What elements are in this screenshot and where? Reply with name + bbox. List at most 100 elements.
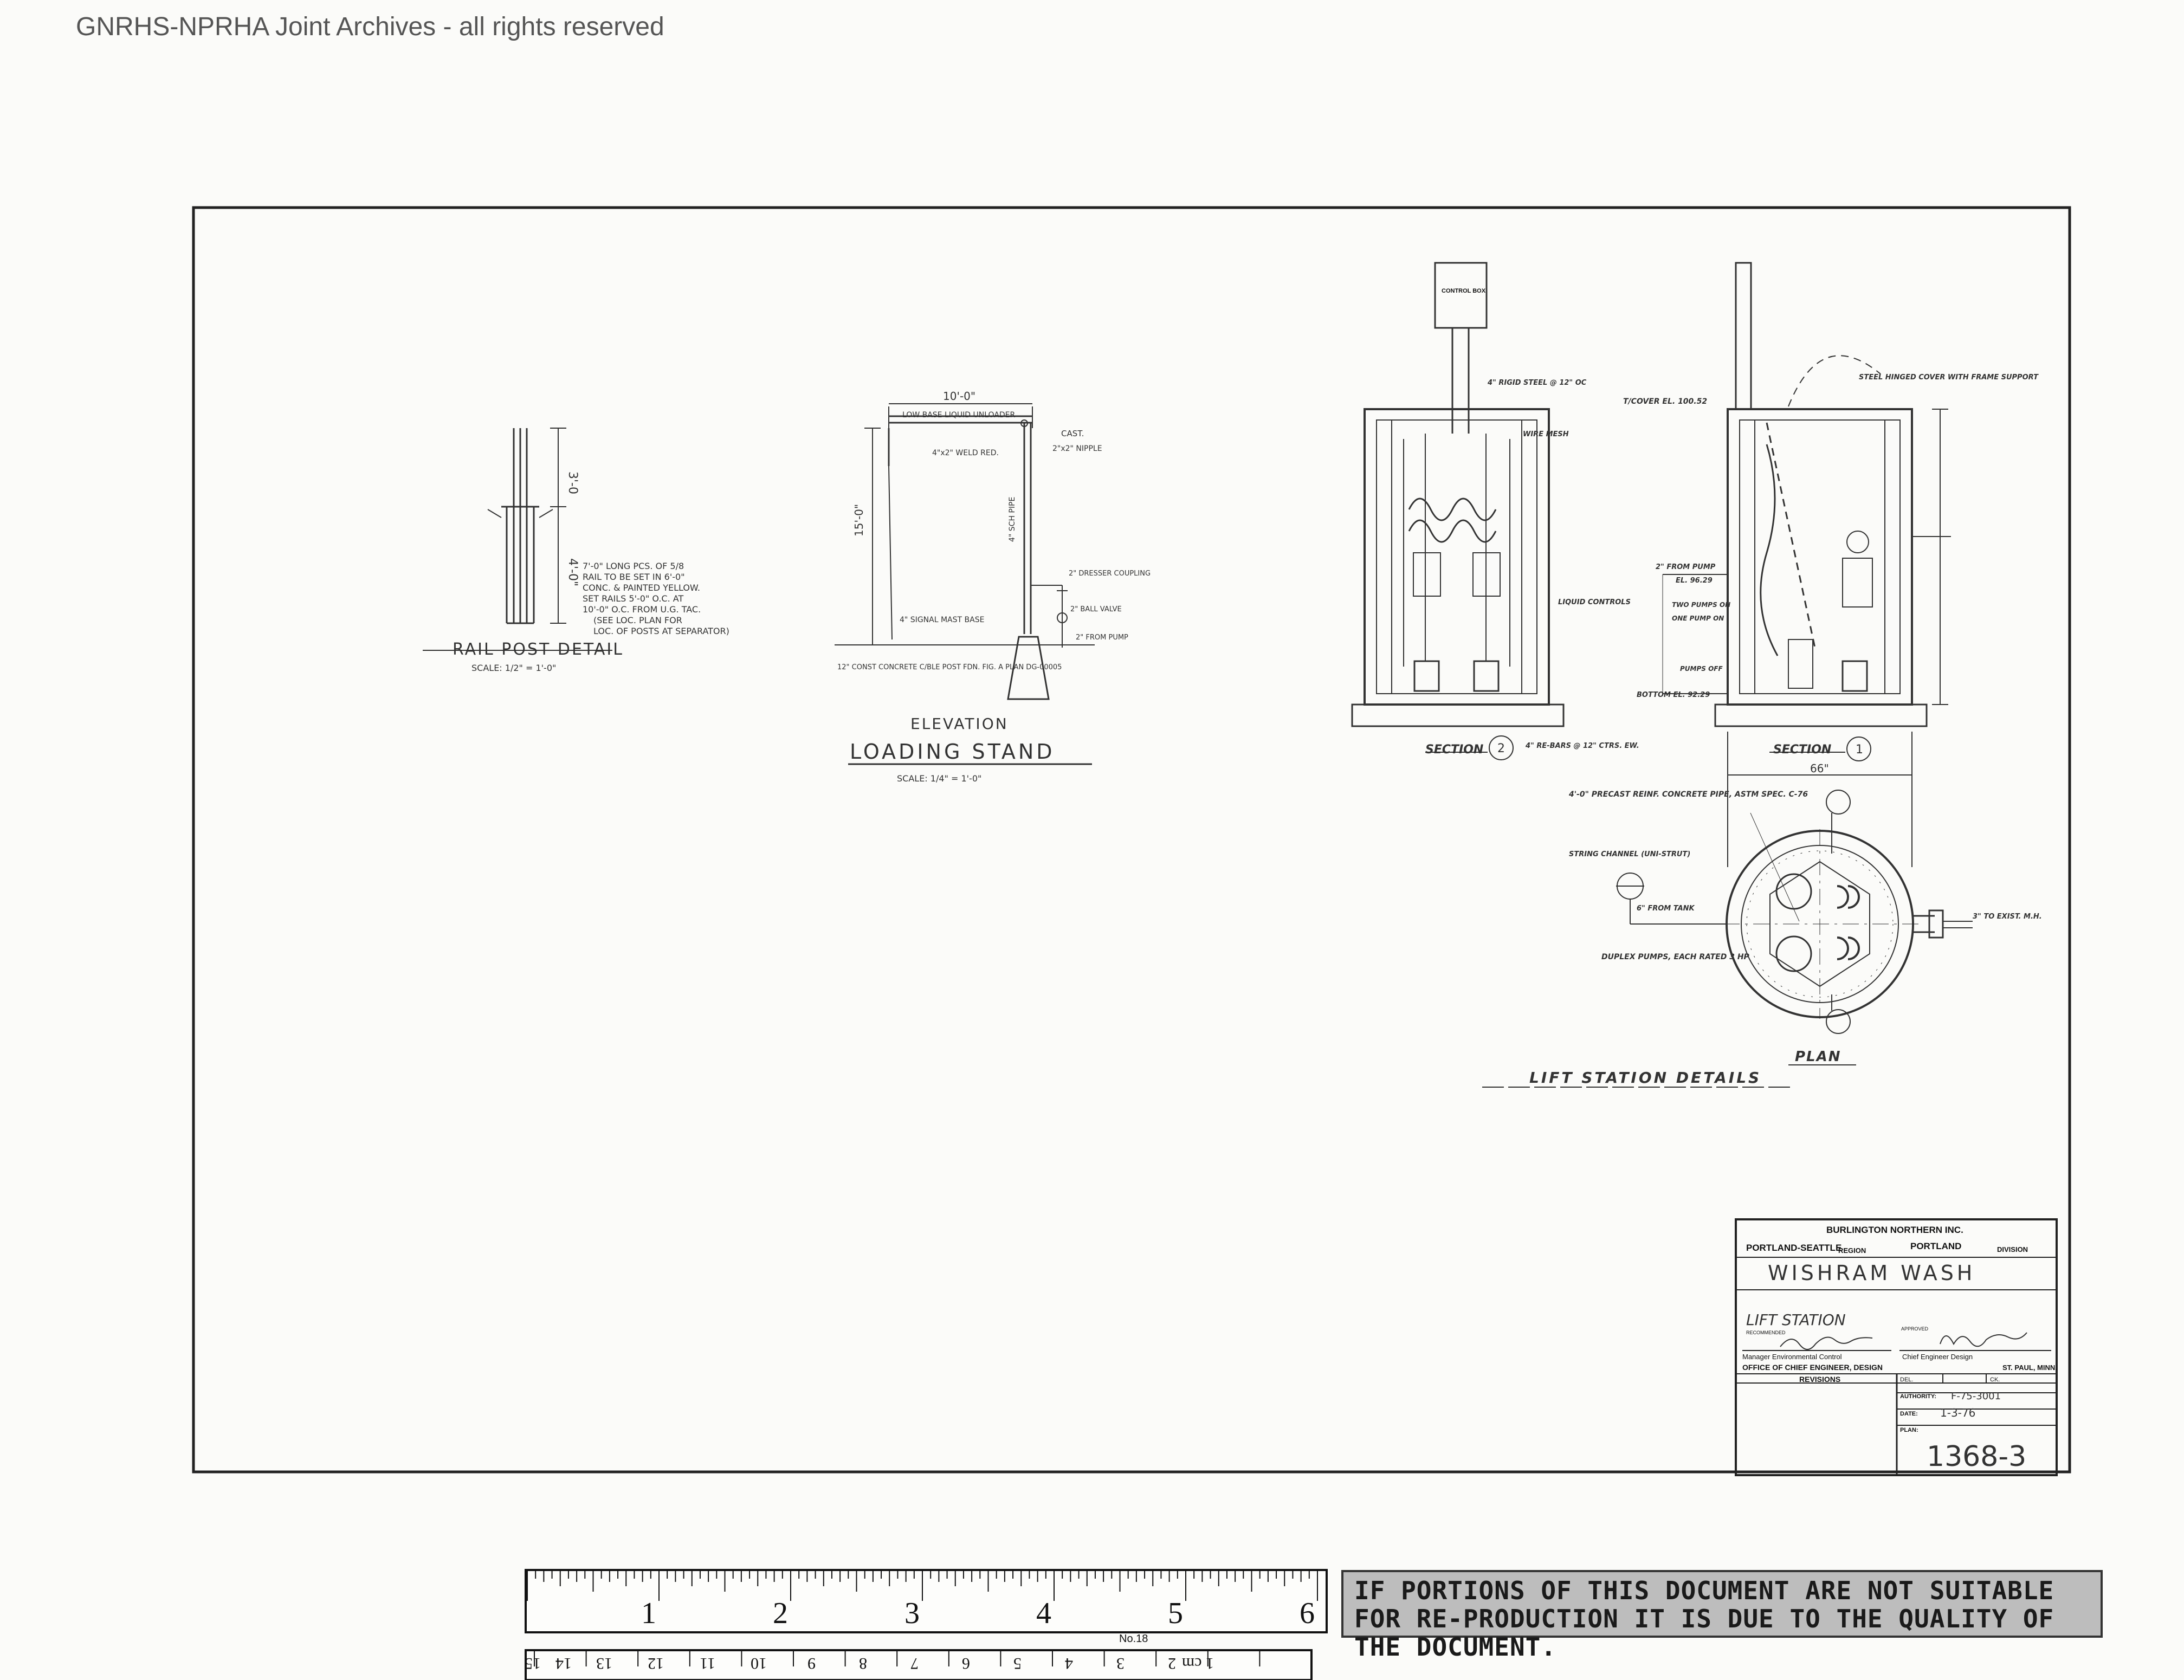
plan-drawing — [1616, 786, 1973, 1034]
tb-authority-label: AUTHORITY: — [1900, 1393, 1936, 1400]
tb-project: WISHRAM WASH — [1768, 1261, 1975, 1285]
svg-text:10'-0" O.C. FROM U.G. TAC.: 10'-0" O.C. FROM U.G. TAC. — [583, 604, 701, 615]
loading-stand-scale: SCALE: 1/4" = 1'-0" — [897, 773, 981, 784]
svg-text:STRING CHANNEL (UNI-STRUT): STRING CHANNEL (UNI-STRUT) — [1569, 850, 1690, 858]
section-2-control-box: CONTROL BOX — [1442, 288, 1486, 294]
loading-stand-dim-width: 10'-0" — [943, 390, 975, 403]
tb-recommended-label: RECOMMENDED — [1746, 1330, 1786, 1335]
svg-text:1: 1 — [641, 1597, 656, 1630]
svg-text:2" FROM PUMP: 2" FROM PUMP — [1656, 563, 1716, 571]
svg-text:15: 15 — [525, 1655, 541, 1672]
svg-text:3: 3 — [904, 1597, 920, 1630]
rail-post-dim-bottom: 4'-0" — [566, 558, 579, 586]
svg-text:11: 11 — [700, 1655, 715, 1672]
scale-ruler — [525, 1569, 1328, 1680]
tb-office: OFFICE OF CHIEF ENGINEER, DESIGN — [1742, 1363, 1883, 1372]
svg-text:LOC. OF POSTS AT SEPARATOR): LOC. OF POSTS AT SEPARATOR) — [593, 626, 729, 636]
svg-text:CONC. & PAINTED YELLOW.: CONC. & PAINTED YELLOW. — [583, 583, 700, 593]
plan-labels: 4'-0" PRECAST REINF. CONCRETE PIPE, ASTM… — [1568, 790, 2042, 961]
svg-text:7'-0" LONG PCS. OF 5/8: 7'-0" LONG PCS. OF 5/8 — [583, 561, 684, 571]
title-block — [1735, 1218, 2058, 1476]
svg-text:3" TO EXIST. M.H.: 3" TO EXIST. M.H. — [1973, 913, 2042, 921]
ruler-maker: No.18 — [1119, 1633, 1148, 1645]
svg-text:7: 7 — [910, 1655, 919, 1672]
svg-text:WIRE MESH: WIRE MESH — [1523, 430, 1569, 438]
plan-label: PLAN — [1795, 1049, 1841, 1065]
svg-text:2"x2" NIPPLE: 2"x2" NIPPLE — [1052, 444, 1102, 453]
tb-recommended-signature — [1780, 1336, 1873, 1350]
tb-region: PORTLAND-SEATTLE — [1746, 1243, 1841, 1253]
loading-stand-elevation: ELEVATION — [910, 715, 1009, 733]
svg-text:TWO PUMPS ON: TWO PUMPS ON — [1672, 601, 1730, 609]
svg-text:2" BALL VALVE: 2" BALL VALVE — [1070, 605, 1122, 613]
section-1-labels: T/COVER EL. 100.52 STEEL HINGED COVER WI… — [1623, 373, 2039, 699]
svg-text:SET RAILS 5'-0" O.C. AT: SET RAILS 5'-0" O.C. AT — [583, 593, 683, 604]
svg-text:STEEL HINGED COVER WITH FRAME: STEEL HINGED COVER WITH FRAME SUPPORT — [1859, 373, 2039, 382]
tb-company: BURLINGTON NORTHERN INC. — [1826, 1225, 1963, 1235]
svg-text:CAST.: CAST. — [1061, 429, 1084, 438]
tb-ck-label: CK. — [1990, 1377, 2000, 1383]
tb-approved-label: APPROVED — [1901, 1326, 1929, 1332]
rail-post-dim-top: 3'-0 — [566, 471, 579, 494]
tb-region-label: REGION — [1838, 1246, 1866, 1255]
tb-date-label: DATE: — [1900, 1411, 1918, 1417]
svg-text:4" RE-BARS @ 12" CTRS. EW.: 4" RE-BARS @ 12" CTRS. EW. — [1525, 742, 1639, 750]
loading-stand-title: LOADING STAND — [850, 740, 1055, 764]
section-2-number: 2 — [1497, 742, 1505, 755]
tb-plan-number: 1368-3 — [1927, 1440, 2026, 1473]
section-1-number: 1 — [1856, 743, 1863, 757]
tb-city: ST. PAUL, MINN. — [2002, 1364, 2057, 1372]
tb-division-label: DIVISION — [1997, 1245, 2028, 1253]
lift-station-details-caption: LIFT STATION DETAILS — [1529, 1069, 1761, 1087]
tb-recommended-title: Manager Environmental Control — [1742, 1353, 1842, 1361]
tb-division: PORTLAND — [1910, 1241, 1961, 1251]
svg-text:EL. 96.29: EL. 96.29 — [1676, 577, 1713, 585]
svg-text:5: 5 — [1168, 1597, 1183, 1630]
rail-post-detail — [423, 428, 612, 651]
svg-text:6: 6 — [962, 1655, 970, 1672]
svg-text:6: 6 — [1300, 1597, 1315, 1630]
svg-text:2: 2 — [773, 1597, 788, 1630]
svg-text:4" SIGNAL MAST BASE: 4" SIGNAL MAST BASE — [900, 616, 984, 624]
rail-post-title: RAIL POST DETAIL — [453, 640, 624, 659]
svg-text:T/COVER EL. 100.52: T/COVER EL. 100.52 — [1623, 397, 1707, 406]
svg-text:6" FROM TANK: 6" FROM TANK — [1637, 904, 1695, 913]
svg-text:12: 12 — [648, 1655, 664, 1672]
svg-text:4: 4 — [1065, 1655, 1073, 1672]
ruler-cm-labels: 1 cm 2 3 4 5 6 7 8 9 10 11 12 13 14 15 — [525, 1655, 1214, 1672]
svg-text:1 cm: 1 cm — [1182, 1655, 1214, 1672]
svg-text:ONE PUMP ON: ONE PUMP ON — [1672, 615, 1724, 622]
tb-authority: F-75-3001 — [1951, 1391, 2001, 1402]
loading-stand-labels: LOW BASE LIQUID UNLOADER CAST. 4"x2" WEL… — [837, 411, 1151, 671]
rail-post-note: 7'-0" LONG PCS. OF 5/8 RAIL TO BE SET IN… — [583, 561, 729, 636]
svg-text:4'-0" PRECAST REINF. CONCRETE: 4'-0" PRECAST REINF. CONCRETE PIPE, ASTM… — [1568, 790, 1808, 799]
tb-approved-signature — [1940, 1332, 2027, 1347]
svg-text:10: 10 — [751, 1655, 767, 1672]
svg-text:4"x2" WELD RED.: 4"x2" WELD RED. — [932, 449, 999, 457]
svg-text:12" CONST CONCRETE C/BLE POST: 12" CONST CONCRETE C/BLE POST FDN. FIG. … — [837, 663, 1062, 671]
svg-text:2" FROM PUMP: 2" FROM PUMP — [1076, 634, 1128, 642]
section-2-label: SECTION — [1425, 743, 1483, 757]
svg-text:4" RIGID STEEL @ 12" OC: 4" RIGID STEEL @ 12" OC — [1487, 379, 1587, 387]
svg-text:BOTTOM EL. 92.29: BOTTOM EL. 92.29 — [1637, 691, 1710, 699]
drawing-border — [192, 206, 2071, 1474]
svg-text:5: 5 — [1013, 1655, 1022, 1672]
reproduction-notice: IF PORTIONS OF THIS DOCUMENT ARE NOT SUI… — [1341, 1570, 2103, 1661]
svg-text:PUMPS OFF: PUMPS OFF — [1680, 665, 1723, 673]
loading-stand-drawing — [835, 403, 1095, 700]
svg-text:RAIL TO BE SET IN 6'-0": RAIL TO BE SET IN 6'-0" — [583, 572, 685, 582]
plan-dim-66: 66" — [1810, 762, 1829, 775]
tb-date: 1-3-76 — [1940, 1406, 1975, 1419]
tb-revisions: REVISIONS — [1799, 1375, 1840, 1384]
svg-text:2" DRESSER COUPLING: 2" DRESSER COUPLING — [1069, 570, 1151, 578]
svg-text:LOW BASE LIQUID UNLOADER: LOW BASE LIQUID UNLOADER — [902, 411, 1016, 419]
svg-text:2: 2 — [1168, 1655, 1176, 1672]
svg-text:8: 8 — [859, 1655, 867, 1672]
tb-plan-label: PLAN: — [1900, 1427, 1918, 1433]
archive-watermark: GNRHS-NPRHA Joint Archives - all rights … — [76, 12, 664, 41]
svg-text:DUPLEX PUMPS, EACH RATED 3 HP: DUPLEX PUMPS, EACH RATED 3 HP — [1601, 953, 1750, 961]
section-1-label: SECTION — [1773, 743, 1831, 757]
tb-del-label: DEL. — [1900, 1377, 1913, 1383]
svg-text:4: 4 — [1036, 1597, 1051, 1630]
